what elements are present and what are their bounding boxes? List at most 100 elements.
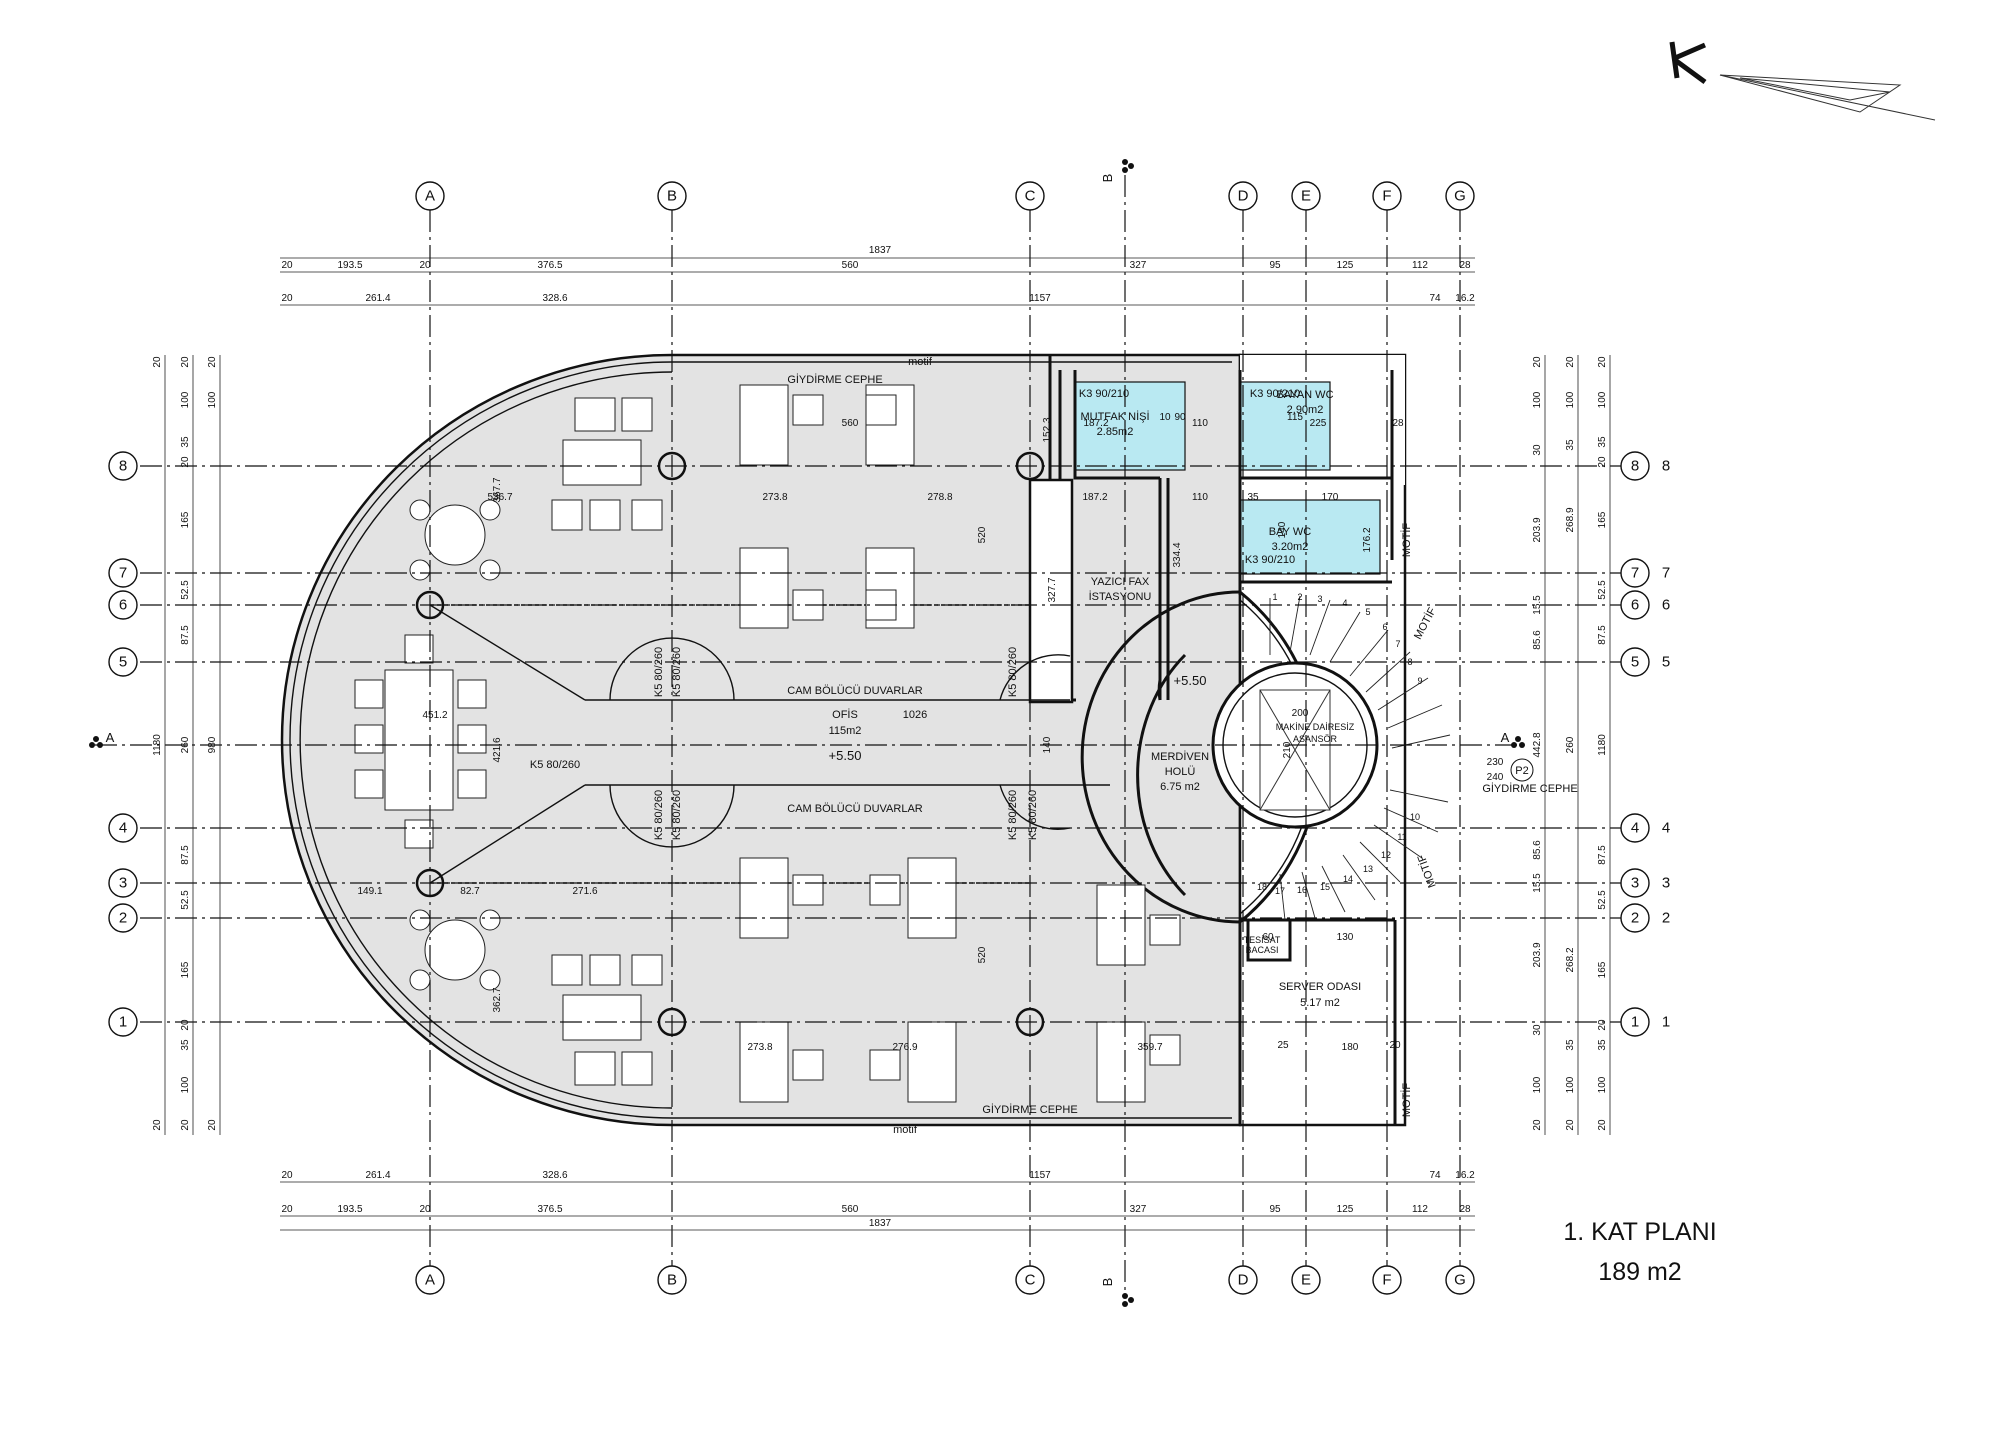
svg-text:7: 7 xyxy=(1662,565,1670,582)
svg-text:6: 6 xyxy=(119,597,127,614)
svg-text:451.2: 451.2 xyxy=(422,710,447,721)
svg-text:8: 8 xyxy=(119,458,127,475)
svg-text:20: 20 xyxy=(1532,356,1543,368)
dim-bottom: 74 xyxy=(1429,1170,1441,1181)
svg-text:4: 4 xyxy=(1662,820,1670,837)
svg-text:4: 4 xyxy=(1342,598,1347,608)
svg-text:MUTFAK NİŞİ: MUTFAK NİŞİ xyxy=(1080,410,1149,423)
svg-text:2: 2 xyxy=(1631,910,1639,927)
svg-text:8: 8 xyxy=(1631,458,1639,475)
svg-text:7: 7 xyxy=(119,565,127,582)
svg-text:11: 11 xyxy=(1397,832,1406,842)
svg-text:B: B xyxy=(667,188,677,205)
svg-text:52.5: 52.5 xyxy=(180,890,191,910)
bayan-wc-room xyxy=(1239,381,1331,471)
svg-text:130: 130 xyxy=(1337,932,1354,943)
svg-text:D: D xyxy=(1238,1272,1249,1289)
svg-text:K5 80/260: K5 80/260 xyxy=(530,759,580,771)
north-arrow-icon xyxy=(1669,41,1936,121)
dim-top-total: 1837 xyxy=(869,245,892,256)
left-room-divider xyxy=(1028,478,1074,704)
svg-text:359.7: 359.7 xyxy=(1137,1042,1162,1053)
svg-text:K5 80/260: K5 80/260 xyxy=(671,790,683,840)
svg-text:BAYAN WC: BAYAN WC xyxy=(1276,389,1333,401)
svg-text:980: 980 xyxy=(207,736,218,753)
svg-text:273.8: 273.8 xyxy=(747,1042,772,1053)
svg-text:B: B xyxy=(667,1272,677,1289)
svg-text:100: 100 xyxy=(207,391,218,408)
svg-text:100: 100 xyxy=(1532,391,1543,408)
svg-text:E: E xyxy=(1301,188,1311,205)
svg-text:1180: 1180 xyxy=(1597,734,1608,756)
svg-text:+5.50: +5.50 xyxy=(829,748,862,763)
svg-text:K3 90/210: K3 90/210 xyxy=(1250,388,1300,400)
svg-text:100: 100 xyxy=(180,391,191,408)
svg-text:3: 3 xyxy=(1662,875,1670,892)
dim-bottom: 20 xyxy=(281,1170,293,1181)
svg-text:20: 20 xyxy=(1532,1119,1543,1131)
svg-text:1: 1 xyxy=(1662,1014,1670,1031)
svg-text:YAZICI FAX: YAZICI FAX xyxy=(1091,576,1150,588)
svg-text:HOLÜ: HOLÜ xyxy=(1165,766,1196,778)
dim-bottom: 1157 xyxy=(1029,1170,1051,1181)
svg-text:28: 28 xyxy=(1392,418,1404,429)
svg-text:İSTASYONU: İSTASYONU xyxy=(1089,590,1152,603)
svg-text:1: 1 xyxy=(119,1014,127,1031)
svg-text:F: F xyxy=(1382,188,1391,205)
svg-text:52.5: 52.5 xyxy=(1597,890,1608,910)
svg-text:1026: 1026 xyxy=(903,709,927,721)
svg-text:152.3: 152.3 xyxy=(1042,417,1053,442)
svg-text:7: 7 xyxy=(1631,565,1639,582)
svg-text:20: 20 xyxy=(180,1119,191,1131)
svg-text:5.17 m2: 5.17 m2 xyxy=(1300,997,1340,1009)
svg-text:100: 100 xyxy=(1565,391,1576,408)
dim-top: 28 xyxy=(1459,260,1471,271)
svg-text:260: 260 xyxy=(180,736,191,753)
svg-text:100: 100 xyxy=(1597,1076,1608,1093)
dim-bottom: 327 xyxy=(1130,1204,1147,1215)
round-tables xyxy=(409,499,501,991)
left-dims: 20 20 100 35 20 165 52.5 87.5 260 87.5 5… xyxy=(152,356,218,1131)
svg-text:165: 165 xyxy=(180,511,191,528)
svg-text:268.9: 268.9 xyxy=(1565,507,1576,532)
svg-text:35: 35 xyxy=(1247,492,1259,503)
svg-text:8: 8 xyxy=(1662,458,1670,475)
svg-text:6: 6 xyxy=(1631,597,1639,614)
svg-text:K5 80/260: K5 80/260 xyxy=(1027,790,1039,840)
svg-text:2: 2 xyxy=(119,910,127,927)
svg-text:560: 560 xyxy=(842,418,859,429)
svg-text:MOTİF: MOTİF xyxy=(1400,1083,1413,1117)
svg-text:2.90m2: 2.90m2 xyxy=(1287,404,1324,416)
svg-text:MOTİF: MOTİF xyxy=(1411,605,1439,642)
dim-bottom: 261.4 xyxy=(365,1170,390,1181)
plan-title: 1. KAT PLANI xyxy=(1563,1218,1716,1246)
svg-text:20: 20 xyxy=(1389,1040,1401,1051)
svg-text:35: 35 xyxy=(1565,1039,1576,1051)
facade-curtain-wall-inner xyxy=(299,371,673,1109)
svg-text:210: 210 xyxy=(1282,741,1293,758)
dim-bottom: 95 xyxy=(1269,1204,1281,1215)
svg-text:520: 520 xyxy=(977,526,988,543)
svg-text:20: 20 xyxy=(1597,356,1608,368)
svg-text:35: 35 xyxy=(1597,436,1608,448)
svg-text:87.5: 87.5 xyxy=(180,625,191,645)
dim-top: 20 xyxy=(419,260,431,271)
svg-text:10: 10 xyxy=(1410,812,1420,822)
svg-text:MOTİF: MOTİF xyxy=(1400,523,1413,557)
dim-top: 20 xyxy=(281,260,293,271)
dim-bottom: 328.6 xyxy=(542,1170,567,1181)
svg-text:4: 4 xyxy=(119,820,127,837)
stair-arc-wall xyxy=(1080,590,1241,924)
svg-text:ASANSÖR: ASANSÖR xyxy=(1293,734,1338,744)
svg-text:10: 10 xyxy=(1159,412,1171,423)
giydirme-label-east: GİYDİRME CEPHE xyxy=(1482,782,1577,795)
svg-text:278.8: 278.8 xyxy=(927,492,952,503)
svg-text:F: F xyxy=(1382,1272,1391,1289)
svg-text:87.5: 87.5 xyxy=(180,845,191,865)
svg-text:7: 7 xyxy=(1395,639,1400,649)
svg-text:20: 20 xyxy=(180,356,191,368)
section-markers: A A B B xyxy=(89,159,1525,1307)
svg-text:15.5: 15.5 xyxy=(1532,595,1543,615)
svg-text:K5 80/260: K5 80/260 xyxy=(653,790,665,840)
svg-text:K5 80/260: K5 80/260 xyxy=(1007,790,1019,840)
